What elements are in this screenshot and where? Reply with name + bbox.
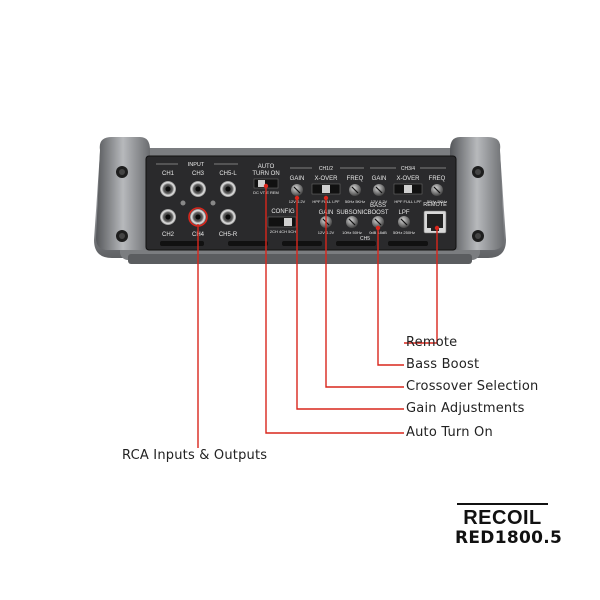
jack-label: CH3 <box>192 171 205 177</box>
model-number: RED1800.5 <box>455 528 563 548</box>
leader-dots <box>263 183 440 231</box>
leader-line-crossover <box>325 198 404 388</box>
svg-text:RECOIL: RECOIL <box>463 507 542 528</box>
jack-label: CH1 <box>162 171 175 177</box>
ch12-gain-label: GAIN <box>290 176 305 182</box>
rca-jack-ch3[interactable] <box>190 181 206 197</box>
rca-jack-ch5-l[interactable] <box>220 181 236 197</box>
ch5-bass-boost-label: BASS <box>370 203 386 209</box>
callout-rca: RCA Inputs & Outputs <box>122 448 268 463</box>
rca-jack-ch4[interactable] <box>188 207 208 227</box>
remote-label: REMOTE <box>423 202 447 208</box>
ch12-freq-range: 50Hz 5KHz <box>345 199 365 204</box>
screw-icon <box>116 166 484 242</box>
config-options: 2CH 4CH 5CH <box>270 229 296 234</box>
callout-remote: Remote <box>406 335 458 350</box>
leader-line-bass-boost <box>377 228 404 366</box>
ch34-freq-knob[interactable] <box>431 184 443 196</box>
input-header: INPUT <box>188 162 205 168</box>
ch12-freq-knob[interactable] <box>349 184 361 196</box>
auto-turn-on-title: TURN ON <box>252 171 279 177</box>
ch12-xover-label: X-OVER <box>314 176 338 182</box>
ch5-lpf-label: LPF <box>398 210 409 216</box>
ch34-gain-knob[interactable] <box>373 184 385 196</box>
ch34-header: CH3/4 <box>401 166 415 172</box>
config-switch[interactable] <box>267 216 297 228</box>
callout-auto-turn-on: Auto Turn On <box>406 425 493 440</box>
ch34-xover-label: X-OVER <box>396 176 420 182</box>
leader-lines <box>197 186 438 448</box>
jack-label: CH5-L <box>219 171 237 177</box>
ch5-subsonic-range: 10Hz 50Hz <box>342 230 362 235</box>
ch5-subsonic-label: SUBSONIC <box>336 210 368 216</box>
right-fin <box>450 137 504 250</box>
ch34-xover-switch[interactable] <box>393 183 423 195</box>
ch34-section: CH3/4 GAIN X-OVER FREQ 12V 0.2V HPF FULL… <box>370 166 447 204</box>
vent-slots <box>160 241 428 246</box>
ch34-gain-range: 12V 0.2V <box>371 199 388 204</box>
remote-section: REMOTE <box>423 202 447 234</box>
ch34-gain-label: GAIN <box>372 176 387 182</box>
ch12-header: CH1/2 <box>319 166 333 172</box>
jack-label: CH2 <box>162 232 175 238</box>
ch34-freq-range: 50Hz 5KHz <box>427 199 447 204</box>
auto-turn-on-title: AUTO <box>258 164 275 170</box>
ch34-xover-options: HPF FULL LPF <box>394 199 422 204</box>
leader-line-remote <box>404 228 438 344</box>
callout-gain: Gain Adjustments <box>406 401 525 416</box>
leader-line-gain <box>296 198 404 410</box>
input-section: INPUT CH1 CH3 CH5-L CH2 CH4 CH5-R <box>156 162 238 238</box>
ch12-gain-knob[interactable] <box>291 184 303 196</box>
leader-line-auto-turn-on <box>265 186 404 434</box>
ch5-bass-boost-label: BOOST <box>367 210 388 216</box>
ch5-lpf-knob[interactable] <box>398 216 410 228</box>
ch12-freq-label: FREQ <box>347 176 364 182</box>
left-fin <box>96 137 150 250</box>
ch5-bass-boost-knob[interactable] <box>372 216 384 228</box>
callout-bass-boost: Bass Boost <box>406 357 480 372</box>
ch12-xover-switch[interactable] <box>311 183 341 195</box>
rca-jack-ch1[interactable] <box>160 181 176 197</box>
ch5-lpf-range: 50Hz 250Hz <box>393 230 415 235</box>
config-title: CONFIG <box>271 209 295 215</box>
ch34-freq-label: FREQ <box>429 176 446 182</box>
jack-label: CH5-R <box>219 232 238 238</box>
ch5-subsonic-knob[interactable] <box>346 216 358 228</box>
rca-jack-ch2[interactable] <box>160 209 176 225</box>
callout-crossover: Crossover Selection <box>406 379 539 394</box>
remote-port[interactable] <box>423 210 447 234</box>
rca-jack-ch5-r[interactable] <box>220 209 236 225</box>
recoil-logo: RECOIL <box>457 503 548 528</box>
ch5-header: CH5 <box>360 236 370 242</box>
